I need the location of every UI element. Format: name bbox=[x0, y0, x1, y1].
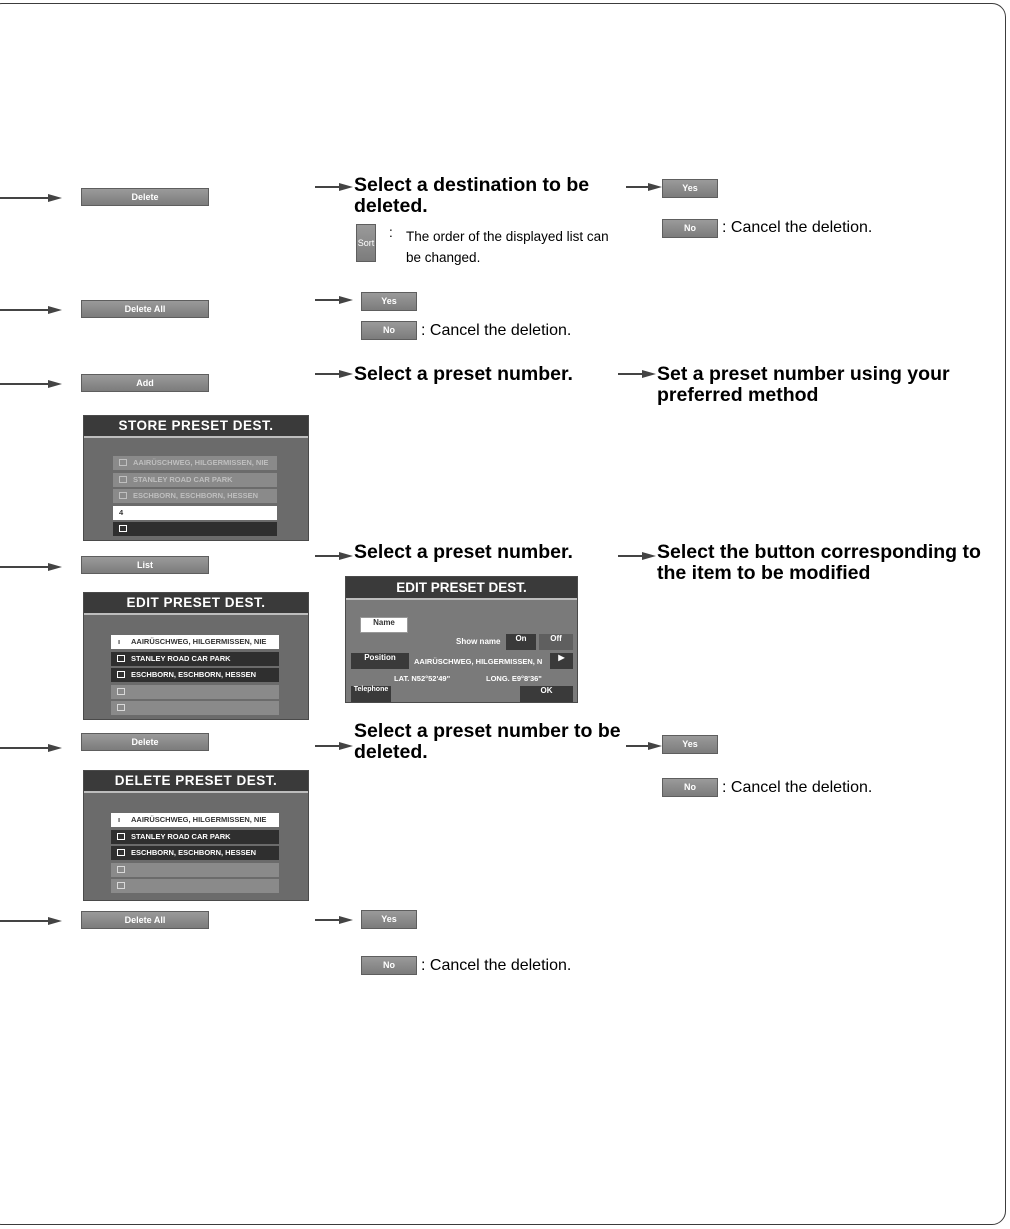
play-icon[interactable]: ▶ bbox=[550, 653, 573, 669]
cancel-deletion-text: : Cancel the deletion. bbox=[421, 322, 572, 339]
flag-icon bbox=[119, 459, 127, 466]
list-item[interactable]: ESCHBORN, ESCHBORN, HESSEN bbox=[111, 668, 279, 682]
list-item[interactable]: AAIRÜSCHWEG, HILGERMISSEN, NIE bbox=[113, 456, 277, 470]
delete-button[interactable]: Delete bbox=[81, 733, 209, 751]
ok-button[interactable]: OK bbox=[520, 686, 573, 702]
edit-preset-detail-screen: EDIT PRESET DEST. Name Show name On Off … bbox=[345, 576, 578, 703]
cancel-deletion-text: : Cancel the deletion. bbox=[722, 219, 873, 236]
position-value: AAIRÜSCHWEG, HILGERMISSEN, N bbox=[414, 657, 543, 666]
yes-button[interactable]: Yes bbox=[361, 910, 417, 929]
name-button[interactable]: Name bbox=[360, 617, 408, 633]
flag-icon bbox=[119, 525, 127, 532]
flow-arrow bbox=[0, 562, 62, 572]
flow-arrow bbox=[0, 305, 62, 315]
flow-arrow bbox=[315, 551, 353, 561]
list-item[interactable] bbox=[111, 701, 279, 715]
flag-icon bbox=[117, 882, 125, 889]
longitude-value: LONG. E9°8'36" bbox=[486, 674, 542, 683]
flag-icon bbox=[117, 865, 125, 873]
flow-arrow bbox=[0, 379, 62, 389]
flow-arrow bbox=[618, 369, 656, 379]
sort-colon: : bbox=[389, 225, 393, 240]
flow-arrow bbox=[0, 916, 62, 926]
list-item[interactable]: 4 bbox=[113, 505, 277, 520]
instruction-select-preset: Select a preset number. bbox=[354, 363, 573, 385]
flag-icon bbox=[119, 492, 127, 499]
instruction-select-button: Select the button corresponding to the i… bbox=[657, 541, 981, 584]
no-button[interactable]: No bbox=[361, 956, 417, 975]
cancel-deletion-text: : Cancel the deletion. bbox=[722, 779, 873, 796]
list-item[interactable]: ESCHBORN, ESCHBORN, HESSEN bbox=[113, 489, 277, 503]
screen-title: EDIT PRESET DEST. bbox=[84, 593, 308, 615]
screen-title: STORE PRESET DEST. bbox=[84, 416, 308, 438]
store-preset-screen: STORE PRESET DEST. AAIRÜSCHWEG, HILGERMI… bbox=[83, 415, 309, 541]
instruction-select-preset-delete: Select a preset number to be deleted. bbox=[354, 720, 621, 763]
flag-icon bbox=[117, 704, 125, 711]
position-button[interactable]: Position bbox=[351, 653, 409, 669]
no-button[interactable]: No bbox=[361, 321, 417, 340]
list-item[interactable] bbox=[113, 522, 277, 536]
yes-button[interactable]: Yes bbox=[662, 735, 718, 754]
screen-title: EDIT PRESET DEST. bbox=[346, 577, 577, 600]
flow-arrow bbox=[0, 743, 62, 753]
instruction-select-preset: Select a preset number. bbox=[354, 541, 573, 563]
list-item[interactable]: STANLEY ROAD CAR PARK bbox=[113, 472, 277, 487]
add-button[interactable]: Add bbox=[81, 374, 209, 392]
show-name-label: Show name bbox=[456, 637, 501, 646]
list-button[interactable]: List bbox=[81, 556, 209, 574]
no-button[interactable]: No bbox=[662, 778, 718, 797]
sort-button[interactable]: Sort bbox=[356, 224, 376, 262]
list-item[interactable] bbox=[111, 684, 279, 699]
instruction-select-destination: Select a destination to be deleted. bbox=[354, 174, 590, 217]
telephone-button[interactable]: Telephone bbox=[351, 686, 391, 702]
sort-note: The order of the displayed list can be c… bbox=[406, 229, 609, 265]
flow-arrow bbox=[626, 182, 662, 192]
flow-arrow bbox=[315, 295, 353, 305]
delete-all-button[interactable]: Delete All bbox=[81, 300, 209, 318]
flow-arrow bbox=[618, 551, 656, 561]
delete-button[interactable]: Delete bbox=[81, 188, 209, 206]
flag-icon bbox=[117, 654, 125, 662]
no-button[interactable]: No bbox=[662, 219, 718, 238]
flow-arrow bbox=[315, 182, 353, 192]
list-item[interactable]: STANLEY ROAD CAR PARK bbox=[111, 651, 279, 666]
flag-icon bbox=[117, 671, 125, 678]
yes-button[interactable]: Yes bbox=[662, 179, 718, 198]
flag-icon bbox=[117, 832, 125, 840]
list-item[interactable]: STANLEY ROAD CAR PARK bbox=[111, 829, 279, 844]
on-button[interactable]: On bbox=[506, 634, 536, 650]
list-item[interactable] bbox=[111, 862, 279, 877]
flow-arrow bbox=[315, 741, 353, 751]
instruction-set-preset: Set a preset number using your preferred… bbox=[657, 363, 950, 406]
flow-arrow bbox=[626, 741, 662, 751]
list-item[interactable]: ESCHBORN, ESCHBORN, HESSEN bbox=[111, 846, 279, 860]
flow-arrow bbox=[315, 369, 353, 379]
page-frame bbox=[0, 3, 1006, 1225]
flow-arrow bbox=[0, 193, 62, 203]
flag-icon bbox=[117, 687, 125, 695]
cancel-deletion-text: : Cancel the deletion. bbox=[421, 957, 572, 974]
list-item[interactable] bbox=[111, 879, 279, 893]
latitude-value: LAT. N52°52'49" bbox=[394, 674, 451, 683]
off-button[interactable]: Off bbox=[539, 634, 573, 650]
flag-icon bbox=[119, 475, 127, 483]
flow-arrow bbox=[315, 915, 353, 925]
screen-title: DELETE PRESET DEST. bbox=[84, 771, 308, 793]
flag-icon bbox=[117, 849, 125, 856]
yes-button[interactable]: Yes bbox=[361, 292, 417, 311]
delete-all-button[interactable]: Delete All bbox=[81, 911, 209, 929]
